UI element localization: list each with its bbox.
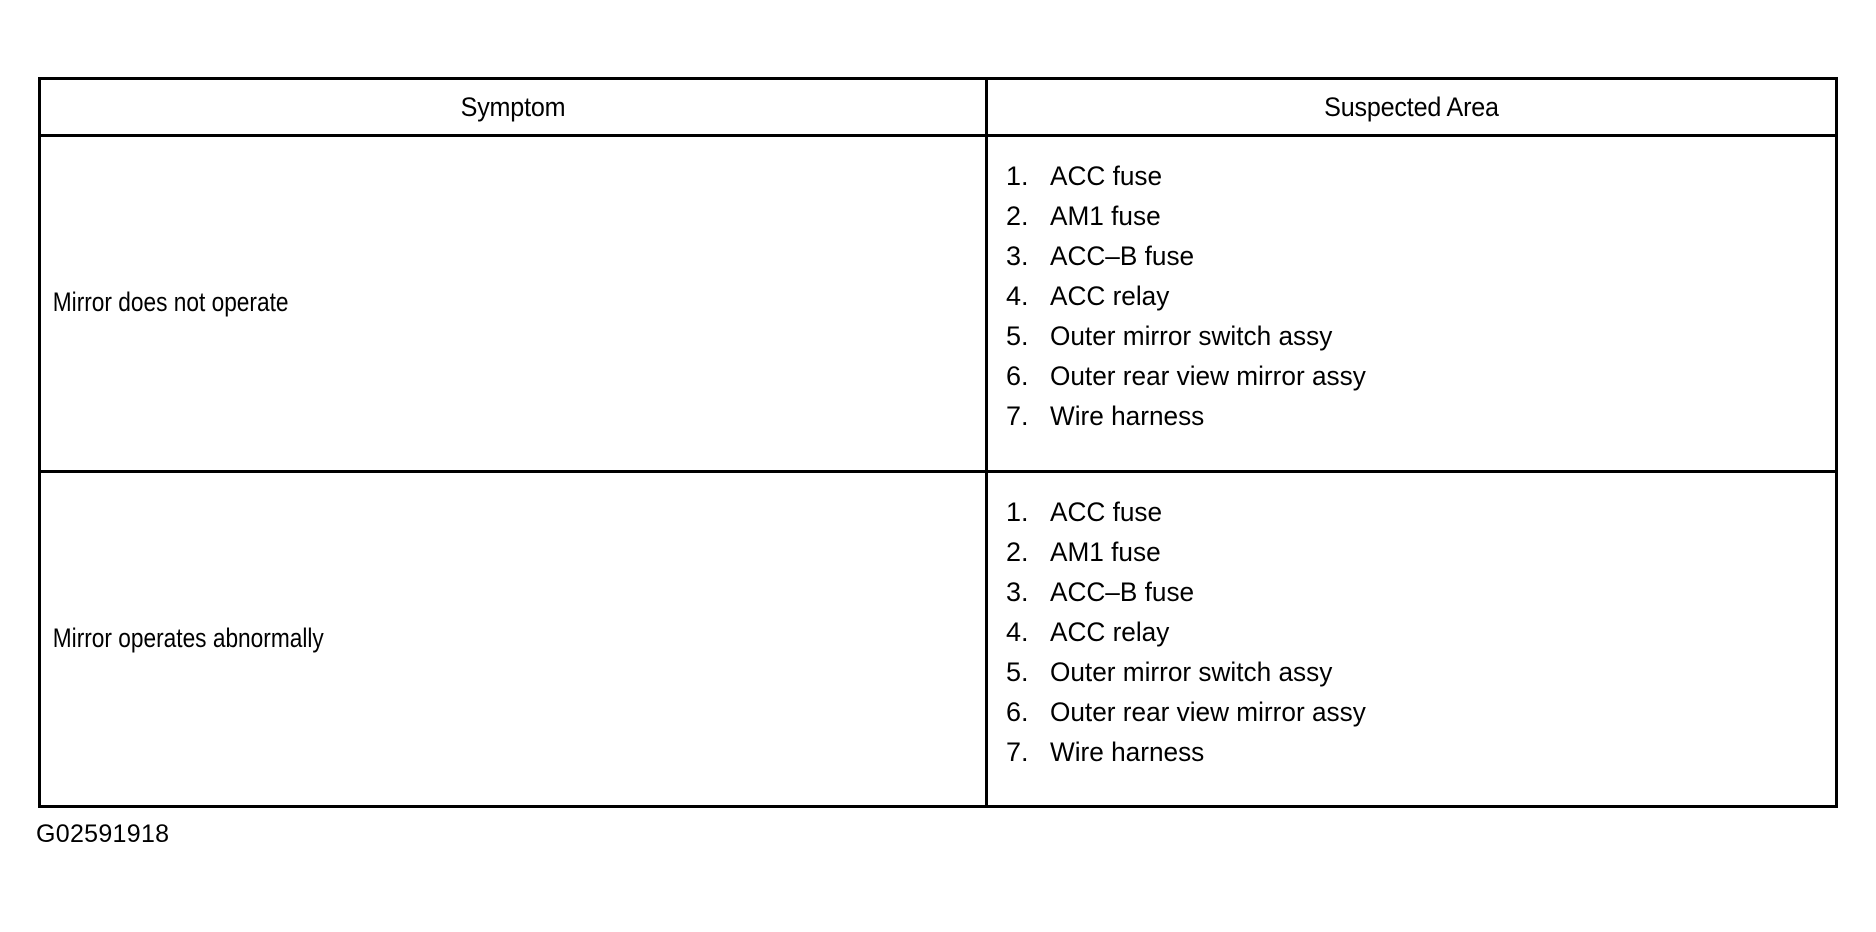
list-item-number: 3. bbox=[1006, 576, 1029, 607]
suspected-area-cell-2: 1. ACC fuse 2. AM1 fuse 3. ACC–B fuse bbox=[985, 469, 1838, 808]
list-item-label: Outer mirror switch assy bbox=[1050, 321, 1333, 352]
list-item: 4. ACC relay bbox=[1006, 616, 1835, 659]
list-item-number: 2. bbox=[1006, 201, 1029, 232]
table-row: Mirror operates abnormally 1. ACC fuse 2… bbox=[38, 469, 1838, 808]
list-item-number: 2. bbox=[1006, 536, 1029, 567]
list-item: 5. Outer mirror switch assy bbox=[1006, 656, 1835, 699]
list-item-number: 5. bbox=[1006, 321, 1029, 352]
list-item-label: AM1 fuse bbox=[1050, 536, 1161, 567]
symptom-label-2: Mirror operates abnormally bbox=[52, 622, 324, 653]
list-item: 4. ACC relay bbox=[1006, 283, 1835, 323]
list-item-label: ACC relay bbox=[1050, 616, 1170, 647]
list-item-number: 4. bbox=[1006, 281, 1029, 312]
list-item-number: 7. bbox=[1006, 736, 1029, 767]
list-item-number: 6. bbox=[1006, 696, 1029, 727]
list-item-number: 4. bbox=[1006, 616, 1029, 647]
list-item: 6. Outer rear view mirror assy bbox=[1006, 363, 1835, 403]
symptom-cell-2: Mirror operates abnormally bbox=[38, 469, 988, 808]
suspected-area-list-1: 1. ACC fuse 2. AM1 fuse 3. ACC–B fuse bbox=[988, 163, 1835, 443]
list-item: 3. ACC–B fuse bbox=[1006, 243, 1835, 283]
table-row: Mirror does not operate 1. ACC fuse 2. A… bbox=[38, 134, 1838, 473]
list-item-label: Outer mirror switch assy bbox=[1050, 656, 1333, 687]
list-item-number: 1. bbox=[1006, 161, 1029, 192]
list-item-label: Outer rear view mirror assy bbox=[1050, 361, 1366, 392]
column-header-symptom-label: Symptom bbox=[460, 91, 566, 122]
list-item-number: 7. bbox=[1006, 401, 1029, 432]
list-item-label: ACC fuse bbox=[1050, 161, 1163, 192]
list-item: 2. AM1 fuse bbox=[1006, 536, 1835, 579]
list-item: 7. Wire harness bbox=[1006, 403, 1835, 443]
list-item-number: 3. bbox=[1006, 241, 1029, 272]
list-item-label: ACC relay bbox=[1050, 281, 1170, 312]
list-item: 7. Wire harness bbox=[1006, 736, 1835, 779]
column-header-suspected-area: Suspected Area bbox=[985, 77, 1838, 137]
list-item-label: Wire harness bbox=[1050, 736, 1205, 767]
column-header-symptom: Symptom bbox=[38, 77, 988, 137]
symptom-suspected-area-table: Symptom Suspected Area Mirror does not o… bbox=[38, 77, 1838, 808]
list-item-label: Outer rear view mirror assy bbox=[1050, 696, 1366, 727]
list-item: 1. ACC fuse bbox=[1006, 163, 1835, 203]
list-item-number: 5. bbox=[1006, 656, 1029, 687]
list-item: 5. Outer mirror switch assy bbox=[1006, 323, 1835, 363]
symptom-label-1: Mirror does not operate bbox=[52, 287, 289, 318]
list-item-label: ACC fuse bbox=[1050, 496, 1163, 527]
list-item-number: 6. bbox=[1006, 361, 1029, 392]
figure-id-caption: G02591918 bbox=[36, 820, 170, 848]
list-item-label: ACC–B fuse bbox=[1050, 576, 1195, 607]
list-item: 1. ACC fuse bbox=[1006, 496, 1835, 539]
symptom-cell-1: Mirror does not operate bbox=[38, 134, 988, 473]
column-header-suspected-area-label: Suspected Area bbox=[1324, 91, 1499, 122]
table-header-row: Symptom Suspected Area bbox=[38, 77, 1838, 137]
list-item-label: AM1 fuse bbox=[1050, 201, 1161, 232]
list-item-label: Wire harness bbox=[1050, 401, 1205, 432]
suspected-area-list-2: 1. ACC fuse 2. AM1 fuse 3. ACC–B fuse bbox=[988, 496, 1835, 779]
list-item: 6. Outer rear view mirror assy bbox=[1006, 696, 1835, 739]
list-item-number: 1. bbox=[1006, 496, 1029, 527]
list-item-label: ACC–B fuse bbox=[1050, 241, 1195, 272]
list-item: 3. ACC–B fuse bbox=[1006, 576, 1835, 619]
suspected-area-cell-1: 1. ACC fuse 2. AM1 fuse 3. ACC–B fuse bbox=[985, 134, 1838, 473]
list-item: 2. AM1 fuse bbox=[1006, 203, 1835, 243]
